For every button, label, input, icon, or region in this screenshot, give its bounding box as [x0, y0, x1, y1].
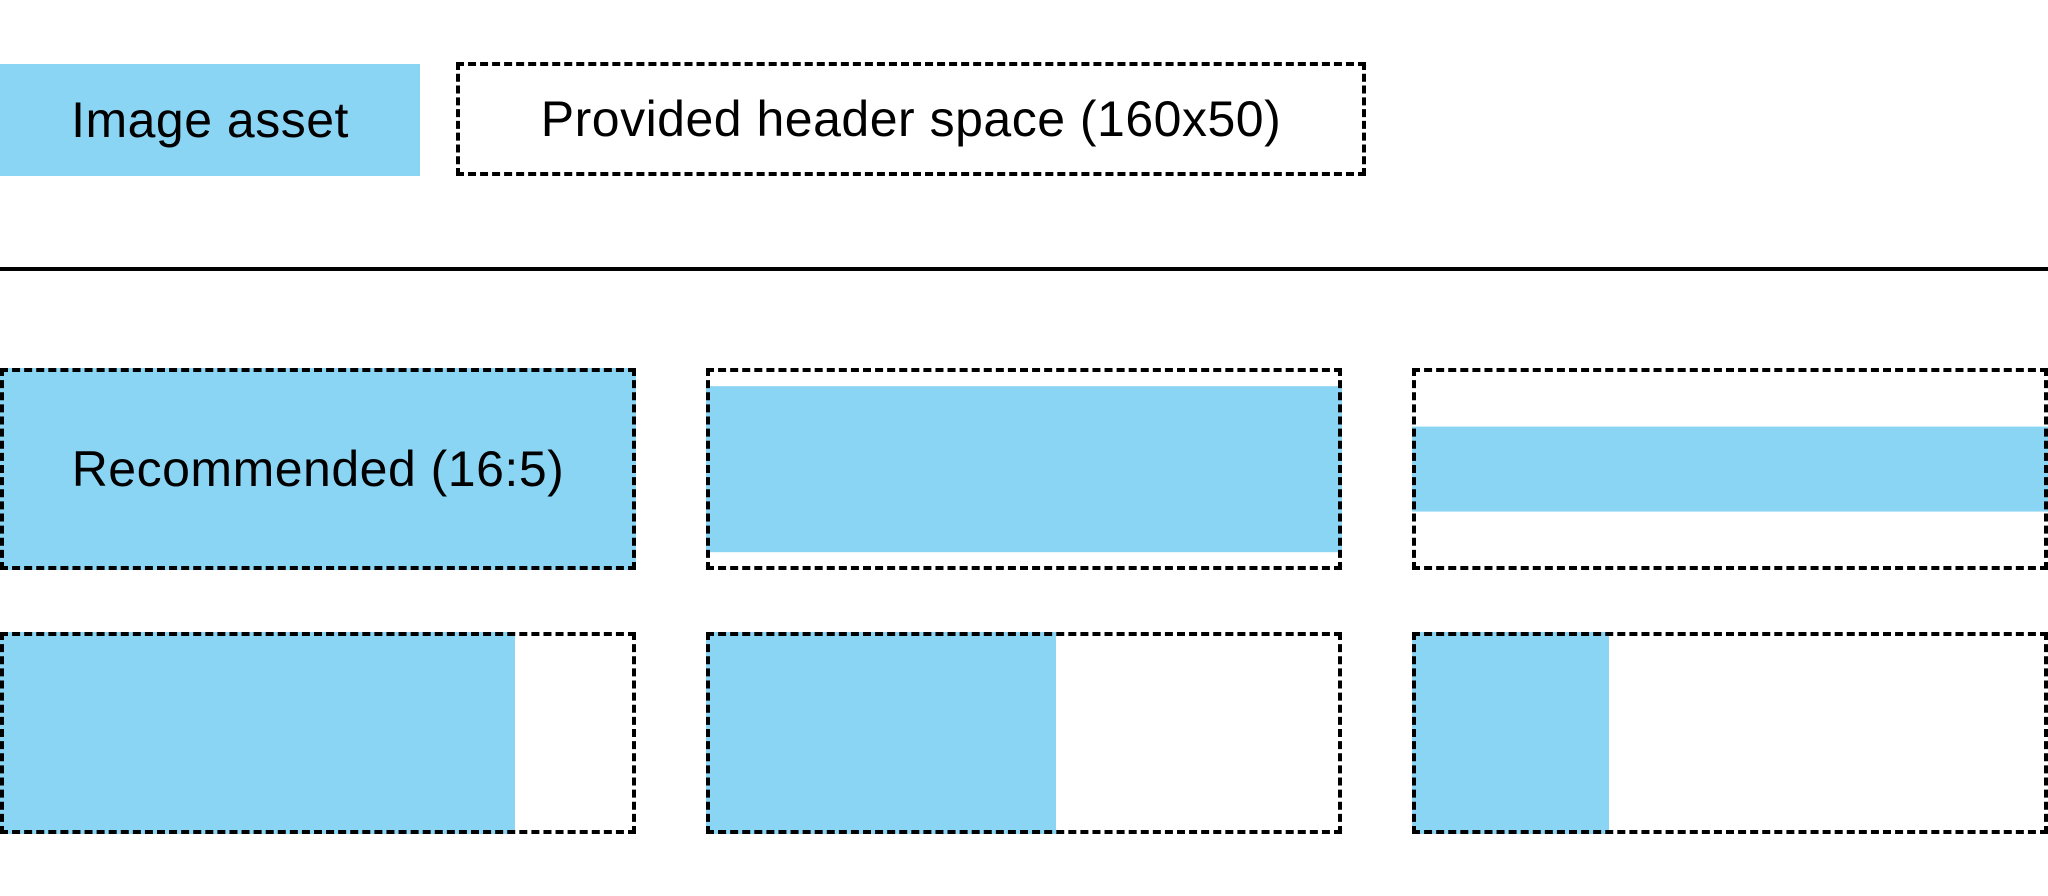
image-asset-fill [706, 632, 1056, 834]
image-asset-fill [1412, 632, 1610, 834]
example-tile-partial-width-large [0, 632, 636, 834]
example-tile-recommended: Recommended (16:5) [0, 368, 636, 570]
example-tile-full-width-short [1412, 368, 2048, 570]
image-asset-fill: Recommended (16:5) [0, 368, 636, 570]
legend-header-space-label: Provided header space (160x50) [540, 91, 1282, 147]
section-divider [0, 267, 2048, 271]
legend-header-space-box: Provided header space (160x50) [456, 62, 1366, 176]
example-tile-partial-width-medium [706, 632, 1342, 834]
image-asset-fill [0, 632, 516, 834]
recommended-label: Recommended (16:5) [71, 441, 565, 497]
example-tile-full-width-tall [706, 368, 1342, 570]
image-asset-fill [706, 386, 1342, 552]
example-tile-partial-width-small [1412, 632, 2048, 834]
legend-image-asset-swatch: Image asset [0, 64, 420, 176]
legend-image-asset-label: Image asset [71, 92, 349, 148]
image-asset-fill [1412, 426, 2048, 512]
